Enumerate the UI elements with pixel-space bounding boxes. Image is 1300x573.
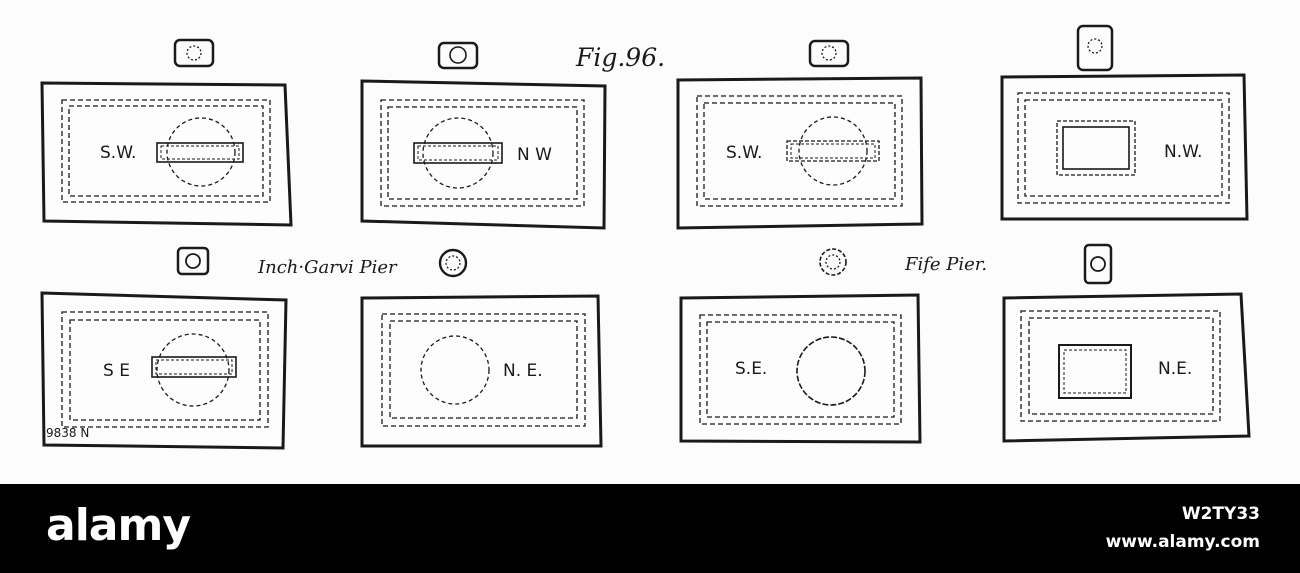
plan-label-top-2: N W — [517, 145, 552, 165]
plan-top-2-outline — [360, 79, 607, 230]
site-url: www.alamy.com — [1105, 532, 1260, 552]
section-icon-mid-3 — [819, 248, 847, 276]
plan-label-top-1: S.W. — [100, 143, 136, 163]
plan-label-top-3: S.W. — [726, 143, 762, 163]
plan-label-bottom-3: S.E. — [735, 359, 767, 379]
section-icon-mid-1 — [176, 246, 210, 276]
alamy-logo: alamy — [46, 500, 191, 551]
plan-label-top-4: N.W. — [1164, 142, 1202, 162]
section-icon-mid-4 — [1083, 243, 1113, 285]
plan-bottom-1-outline — [40, 291, 288, 450]
watermark-bar — [0, 484, 1300, 573]
plan-label-bottom-4: N.E. — [1158, 359, 1192, 379]
figure-area: Fig.96. S.W. N W S.W. N.W. Inch·Garvi Pi… — [40, 24, 1251, 450]
plan-label-bottom-1: S E — [103, 361, 130, 381]
plate-number: 9838 N — [46, 426, 89, 440]
figure-title: Fig.96. — [575, 43, 665, 72]
section-icon-mid-2 — [438, 248, 468, 278]
left-pier-label: Inch·Garvi Pier — [257, 257, 398, 278]
plan-bottom-4-outline — [1002, 292, 1251, 443]
right-pier-label: Fife Pier. — [904, 254, 987, 275]
plan-top-4-outline — [1000, 73, 1249, 221]
image-id: W2TY33 — [1181, 504, 1260, 524]
plan-top-1-outline — [40, 81, 293, 227]
section-icon-top-2 — [437, 41, 479, 70]
plan-label-bottom-2: N. E. — [503, 361, 543, 381]
plan-bottom-3-outline — [679, 293, 922, 444]
section-icon-top-1 — [173, 38, 215, 68]
section-icon-top-3 — [808, 39, 850, 68]
fig-96-drawing: Fig.96. S.W. N W S.W. N.W. Inch·Garvi Pi… — [40, 24, 1251, 450]
plan-top-3-outline — [676, 76, 924, 230]
plan-bottom-2-outline — [360, 294, 603, 448]
section-icon-top-4 — [1076, 24, 1114, 72]
